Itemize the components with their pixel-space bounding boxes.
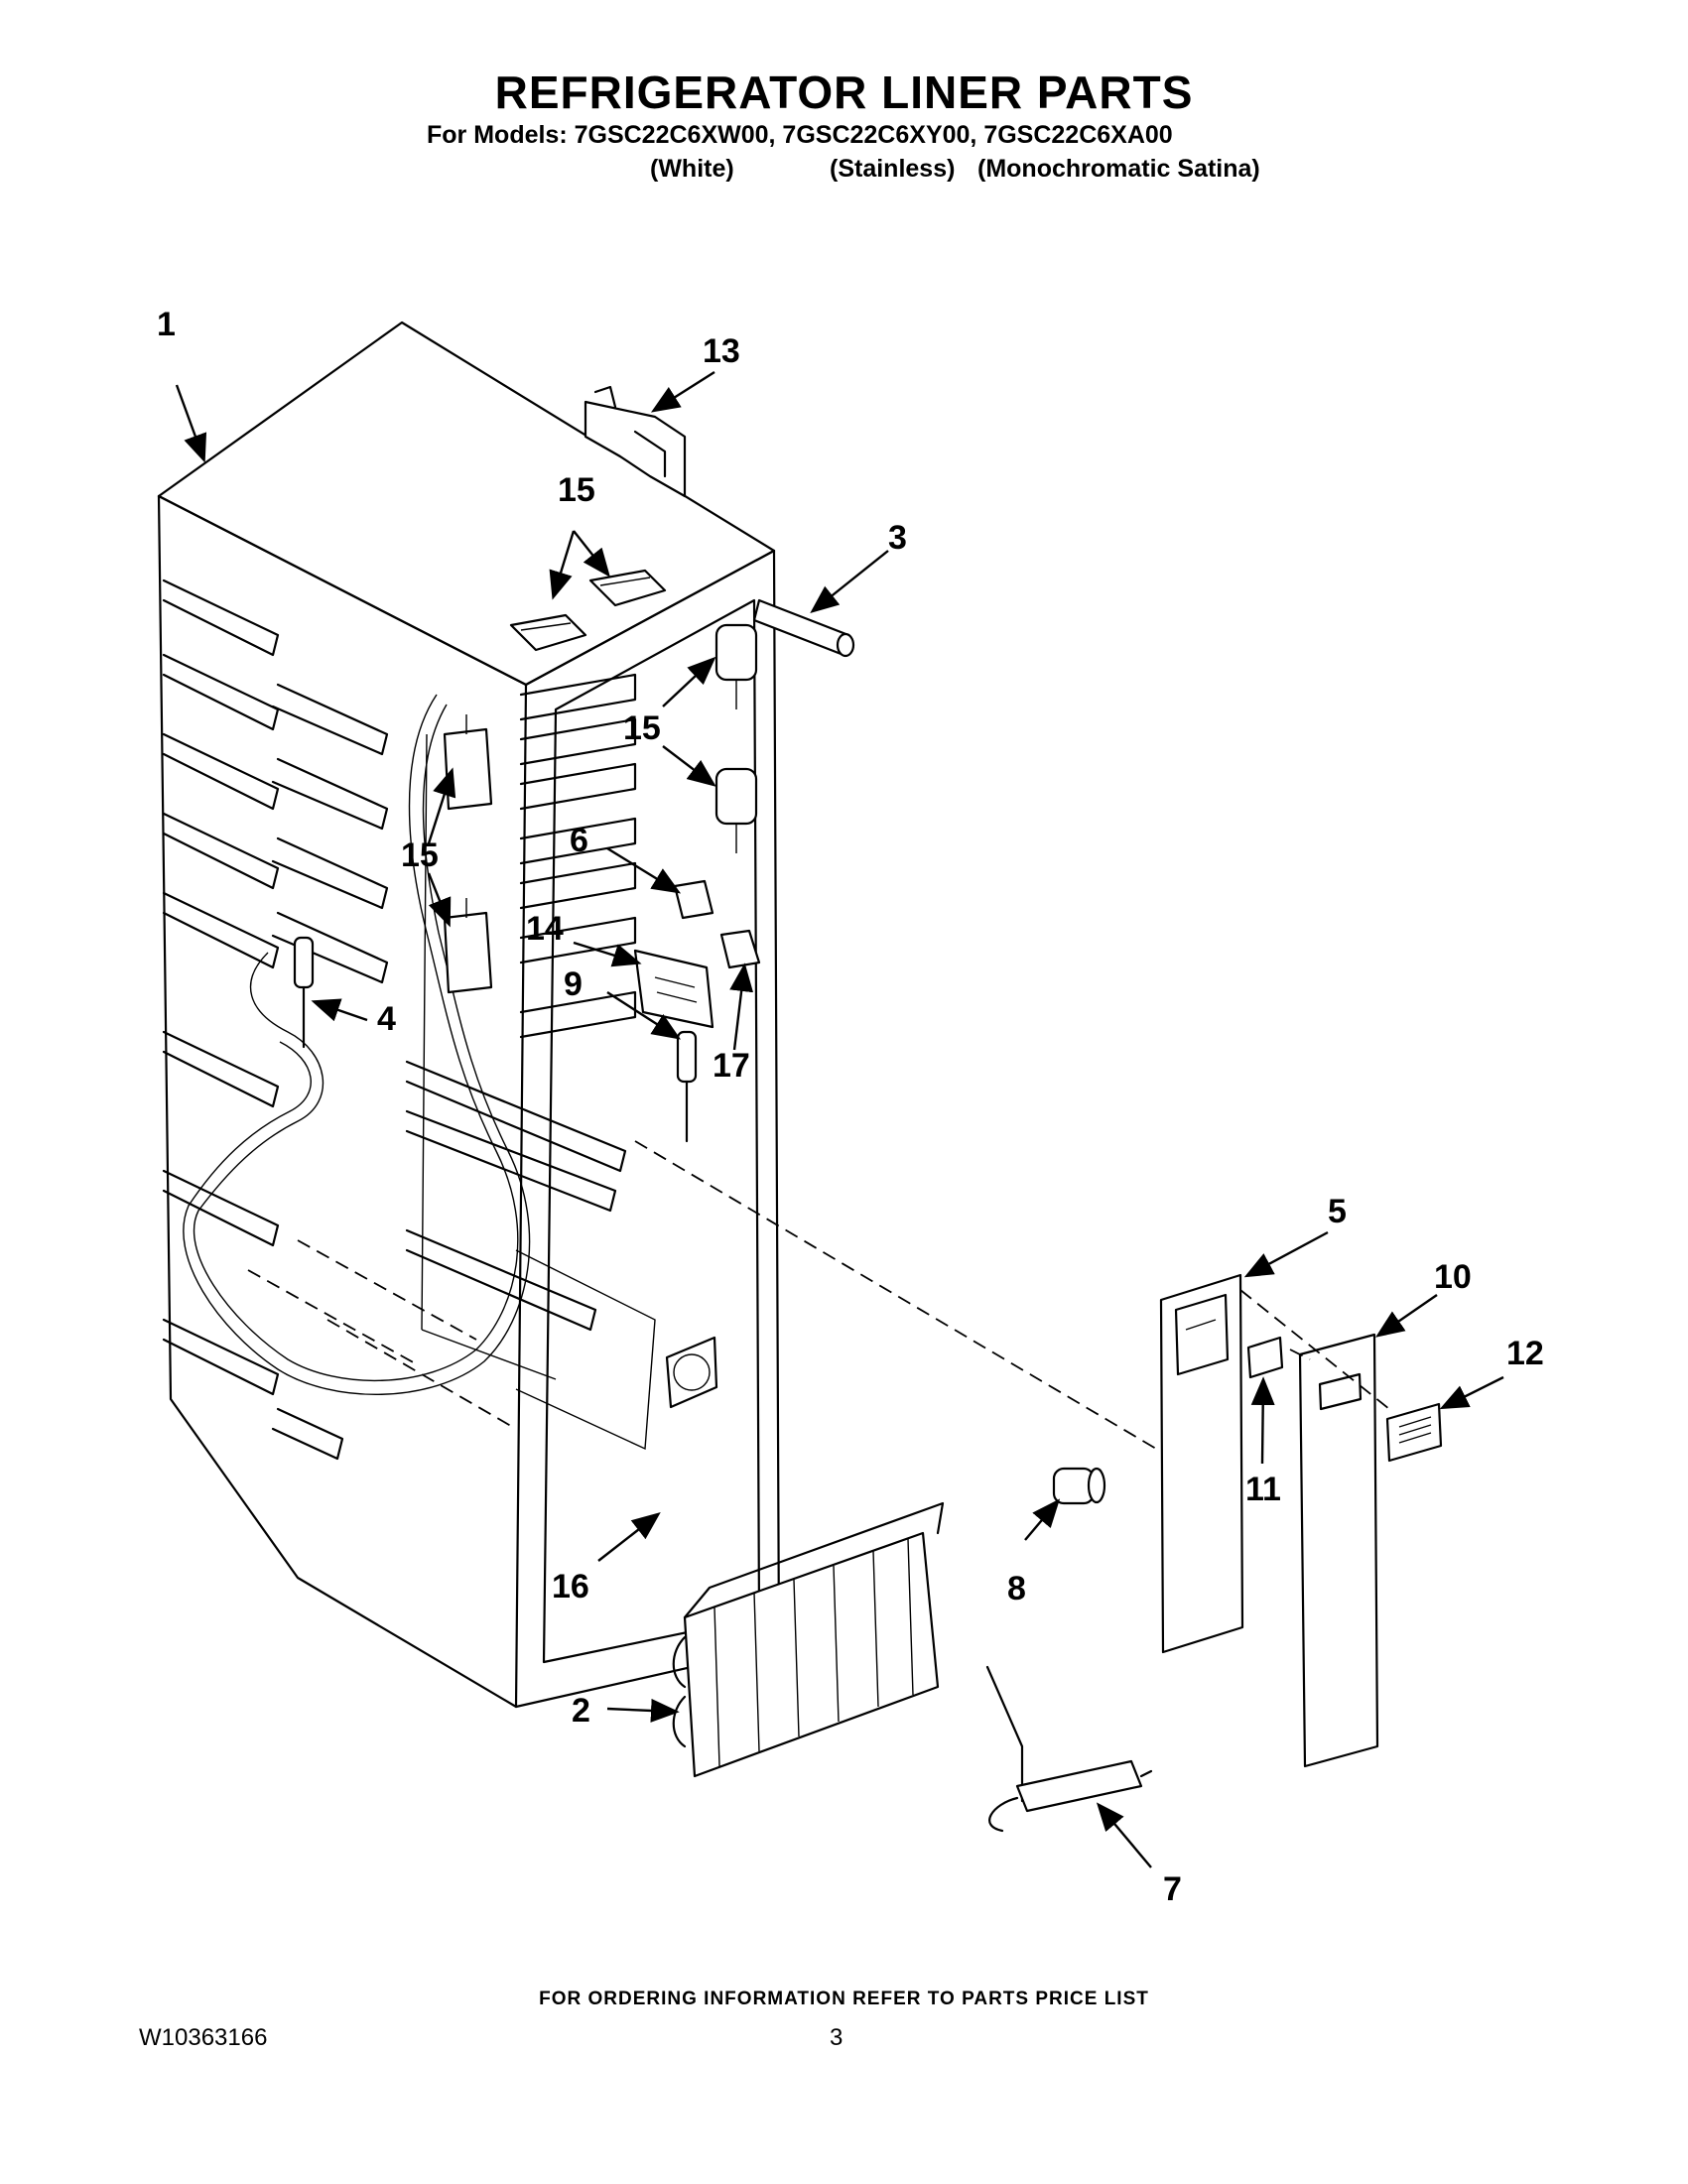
callout-15-top: 15 <box>558 471 595 509</box>
leader-15a-2 <box>573 530 610 578</box>
callout-labels: 1 13 15 3 15 6 15 14 9 4 17 5 10 12 11 1… <box>157 306 1544 1908</box>
leader-8 <box>1024 1498 1061 1541</box>
part-9-sensor <box>676 1030 698 1143</box>
part-15-top-sockets <box>509 569 667 652</box>
part-15-left-sockets <box>443 714 493 994</box>
part-12-grille <box>1385 1402 1443 1463</box>
part-5-panel <box>1159 1273 1244 1654</box>
page-number: 3 <box>830 2024 844 2051</box>
part-17 <box>719 929 761 969</box>
leader-9 <box>606 990 682 1040</box>
leader-15b-1 <box>662 656 716 707</box>
leader-5 <box>1243 1230 1329 1278</box>
part-14-housing <box>633 949 714 1029</box>
callout-1: 1 <box>157 306 176 343</box>
callout-5: 5 <box>1328 1193 1347 1230</box>
part-8-cap <box>1052 1467 1106 1505</box>
callout-8: 8 <box>1007 1570 1026 1607</box>
ordering-note: FOR ORDERING INFORMATION REFER TO PARTS … <box>539 1989 1149 2009</box>
page-title: REFRIGERATOR LINER PARTS <box>494 66 1194 118</box>
callout-10: 10 <box>1434 1258 1472 1296</box>
callout-16: 16 <box>552 1568 589 1606</box>
leader-15a-1 <box>549 530 576 600</box>
leader-arrows <box>175 370 1504 1868</box>
leader-14 <box>573 941 642 967</box>
callout-6: 6 <box>570 822 588 859</box>
leader-15c-2 <box>427 872 452 928</box>
callout-12: 12 <box>1506 1335 1544 1372</box>
callout-7: 7 <box>1163 1870 1182 1908</box>
callout-2: 2 <box>572 1692 590 1730</box>
variant-monochromatic: (Monochromatic Satina) <box>977 155 1260 183</box>
callout-9: 9 <box>564 965 583 1003</box>
leader-3 <box>810 550 889 613</box>
part-10-cover <box>1298 1333 1379 1768</box>
variant-stainless: (Stainless) <box>830 155 956 183</box>
part-3-tube <box>752 598 855 658</box>
part-16-fan <box>665 1336 718 1409</box>
part-11-clip <box>1246 1336 1284 1379</box>
leader-2 <box>606 1698 680 1723</box>
callout-15-left: 15 <box>401 836 439 874</box>
part-15-right-sockets <box>714 623 758 853</box>
alignment-line-10 <box>1289 1349 1311 1360</box>
shelf-rails <box>162 578 637 1461</box>
part-4-thermistor <box>293 936 315 1049</box>
leader-12 <box>1439 1375 1504 1410</box>
leader-7 <box>1096 1802 1152 1868</box>
part-6 <box>673 879 714 920</box>
leader-16 <box>597 1512 661 1562</box>
leader-13 <box>650 370 715 413</box>
leader-17 <box>729 963 754 1051</box>
models-line: For Models: 7GSC22C6XW00, 7GSC22C6XY00, … <box>427 121 1173 149</box>
part-13-bracket <box>584 385 687 498</box>
document-number: W10363166 <box>139 2024 268 2051</box>
leader-4 <box>311 998 368 1022</box>
alignment-line-5 <box>634 1140 1157 1450</box>
leader-15b-2 <box>662 745 716 787</box>
alignment-line-12 <box>1239 1289 1390 1410</box>
variant-white: (White) <box>650 155 734 183</box>
leader-11 <box>1250 1376 1275 1465</box>
callout-15-right: 15 <box>623 709 661 747</box>
callout-14: 14 <box>526 910 564 948</box>
part-7-drier <box>985 1665 1153 1833</box>
leader-10 <box>1375 1294 1438 1338</box>
callout-11: 11 <box>1245 1471 1281 1508</box>
leader-1 <box>175 384 207 463</box>
part-2-evaporator <box>672 1501 945 1778</box>
callout-17: 17 <box>713 1047 750 1085</box>
leader-15c-1 <box>427 767 456 844</box>
leader-6 <box>606 846 682 894</box>
callout-4: 4 <box>377 1000 396 1038</box>
callout-13: 13 <box>703 332 740 370</box>
callout-3: 3 <box>888 519 907 557</box>
